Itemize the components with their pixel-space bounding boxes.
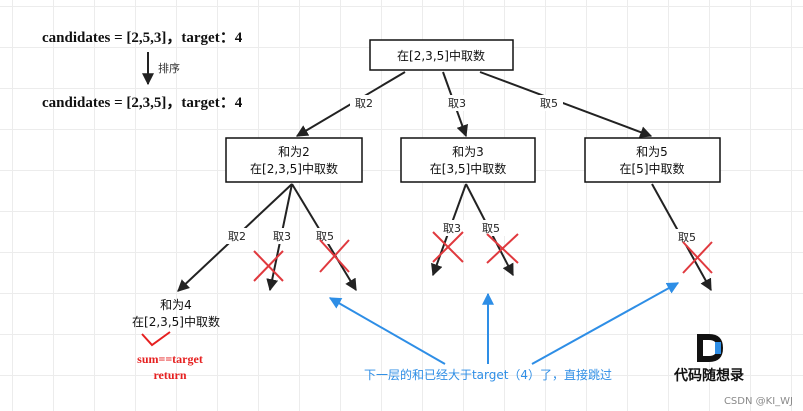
edge-label-bg: [223, 228, 251, 244]
edge-label-take3: 取3: [448, 97, 466, 110]
node-sum3-line1: 和为3: [452, 145, 484, 159]
node-sum2: [225, 137, 363, 183]
node-sum2-line1: 和为2: [278, 145, 310, 159]
node-sum5-line2: 在[5]中取数: [620, 161, 685, 176]
edge-label-bg: [477, 220, 505, 236]
annotation-arrow-left: [328, 297, 446, 365]
brand-logo-icon: [697, 334, 723, 362]
root-node: [369, 39, 514, 71]
edge-label-sum5-take5: 取5: [678, 231, 696, 244]
node-sum5-line1: 和为5: [636, 145, 668, 159]
edge-label-bg: [443, 95, 471, 111]
node-sum2-line2: 在[2,3,5]中取数: [250, 161, 338, 176]
header-line1: candidates = [2,5,3]，target：4: [42, 30, 243, 46]
node-sum5: [584, 137, 721, 183]
success-line1: sum==target: [137, 352, 203, 366]
edge-label-bg: [535, 95, 563, 111]
prune-cross-icon: [486, 233, 519, 264]
success-line2: return: [153, 368, 186, 382]
watermark: CSDN @KI_WJ: [724, 396, 793, 407]
edge-label-sum3-take3: 取3: [443, 222, 461, 235]
leaf-node-line1: 和为4: [160, 298, 192, 312]
node-sum3: [400, 137, 536, 183]
prune-cross-icon: [253, 250, 284, 282]
edge-label-bg: [350, 95, 378, 111]
edge-label-sum3-take5: 取5: [482, 222, 500, 235]
edge-label-sum2-take5: 取5: [316, 230, 334, 243]
brand-name: 代码随想录: [673, 367, 744, 384]
edge-label-bg: [438, 220, 466, 236]
header-line2: candidates = [2,3,5]，target：4: [42, 95, 243, 111]
annotation-arrow-right: [531, 282, 680, 365]
edge-label-sum2-take2: 取2: [228, 230, 246, 243]
sort-label: 排序: [158, 61, 180, 75]
edge-label-sum2-take3: 取3: [273, 230, 291, 243]
check-icon: [141, 331, 171, 347]
edge-label-take2: 取2: [355, 97, 373, 110]
prune-cross-icon: [432, 231, 464, 263]
edge-label-bg: [311, 228, 339, 244]
prune-cross-icon: [682, 241, 713, 274]
edge-label-take5: 取5: [540, 97, 558, 110]
edge-root-to-sum5: [479, 71, 653, 138]
leaf-node-line2: 在[2,3,5]中取数: [132, 314, 220, 329]
node-sum3-line2: 在[3,5]中取数: [430, 161, 506, 176]
root-node-label: 在[2,3,5]中取数: [397, 48, 485, 63]
edge-label-bg: [268, 228, 296, 244]
annotation-text: 下一层的和已经大于target（4）了，直接跳过: [364, 367, 612, 382]
prune-cross-icon: [319, 239, 350, 273]
edge-label-bg: [673, 229, 701, 245]
